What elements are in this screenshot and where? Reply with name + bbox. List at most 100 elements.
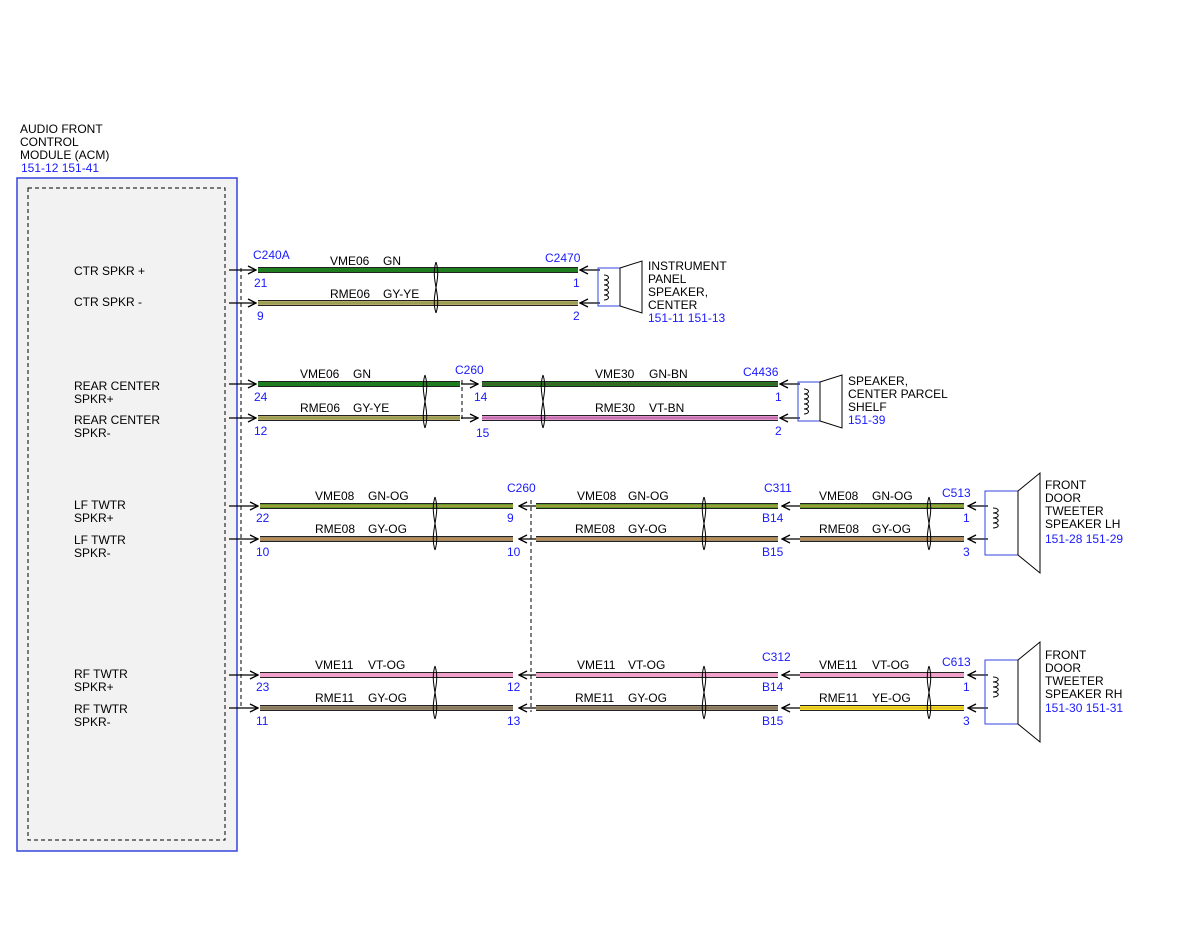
pin-label-lf-twtr-minus-2: SPKR- [74,546,111,560]
speaker-lh-refs[interactable]: 151-28 151-29 [1045,532,1123,546]
speaker-rh-label: FRONT DOOR TWEETER SPEAKER RH [1045,648,1122,701]
wire-color-label: GY-OG [368,691,407,705]
connector-c312[interactable]: C312 [762,650,791,664]
module-refs[interactable]: 151-12 151-41 [21,161,99,175]
speaker-ip-icon [597,260,643,314]
pin-number: 1 [963,680,970,694]
svg-text:INSTRUMENT: INSTRUMENT [648,259,727,273]
twist-symbol-8 [701,665,707,720]
wire-circuit-label: VME11 [577,658,616,672]
speaker-ip-label: INSTRUMENT PANEL SPEAKER, CENTER [648,259,727,312]
pin-label-rf-twtr-minus-2: SPKR- [74,715,111,729]
wire-circuit-label: RME06 [300,401,340,415]
svg-text:CENTER PARCEL: CENTER PARCEL [848,387,948,401]
module-inner-dashed [27,187,226,841]
svg-text:TWEETER: TWEETER [1045,674,1104,688]
pin-number: 2 [775,424,782,438]
wire-circuit-label: VME30 [595,367,635,381]
c311-arrows [782,506,800,539]
connector-c4436[interactable]: C4436 [743,365,779,379]
svg-text:CENTER: CENTER [648,298,698,312]
wire-color-label: GN-OG [628,489,669,503]
acm-module[interactable]: AUDIO FRONT CONTROL MODULE (ACM) 151-12 … [16,122,242,852]
speaker-rh-icon [984,640,1041,744]
wire-color-label: GN-OG [368,489,409,503]
pin-number: 12 [507,680,521,694]
speaker-ip-refs[interactable]: 151-11 151-13 [648,311,726,325]
connector-c513[interactable]: C513 [942,486,971,500]
pin-label-lf-twtr-minus-1: LF TWTR [74,533,126,547]
wire-color-label: VT-OG [368,658,405,672]
c260-mid-arrows [519,506,536,708]
wire-circuit-label: VME06 [300,367,340,381]
wire-color-label: VT-BN [649,401,684,415]
pin-number: 3 [963,545,970,559]
connector-c311[interactable]: C311 [764,481,792,495]
module-box [16,177,238,852]
wire-circuit-label: RME08 [315,522,355,536]
wire-color-label: GY-OG [628,522,667,536]
wire-circuit-label: VME08 [577,489,617,503]
svg-text:SHELF: SHELF [848,400,887,414]
pin-number: 22 [256,511,270,525]
svg-text:FRONT: FRONT [1045,648,1087,662]
wire-color-label: GY-YE [383,287,419,301]
speaker-shelf-arrows [780,384,800,418]
module-pin-arrows [229,270,258,708]
pin-number: 23 [256,680,270,694]
twist-symbol-7 [432,665,438,720]
speaker-shelf-icon [797,374,843,429]
pin-number: 14 [474,390,488,404]
wire-circuit-label: RME06 [330,287,370,301]
pin-number: B14 [762,680,784,694]
wire-color-label: GY-YE [353,401,389,415]
twist-symbol-4 [432,496,438,551]
speaker-ip-arrows [580,270,600,303]
c312-arrows [782,675,800,708]
speaker-rh-refs[interactable]: 151-30 151-31 [1045,701,1123,715]
twist-symbol-1 [433,261,439,314]
connector-c260-mid[interactable]: C260 [507,481,536,495]
pin-label-ctr-spkr-minus: CTR SPKR - [74,295,142,309]
pin-label-rf-twtr-minus-1: RF TWTR [74,702,128,716]
connector-c613[interactable]: C613 [942,655,971,669]
c260-top-arrows [461,384,478,418]
speaker-lh-label: FRONT DOOR TWEETER SPEAKER LH [1045,478,1120,531]
svg-text:SPEAKER,: SPEAKER, [848,374,908,388]
pin-number: 24 [254,390,268,404]
pin-number: 1 [963,511,970,525]
pin-number: 9 [257,309,264,323]
connector-c2470[interactable]: C2470 [545,251,581,265]
wire-color-label: VT-OG [628,658,665,672]
svg-text:TWEETER: TWEETER [1045,504,1104,518]
wire-color-label: GN [383,254,401,268]
wire-color-label: GN-OG [872,489,913,503]
pin-label-lf-twtr-plus-1: LF TWTR [74,498,126,512]
pin-label-rear-center-minus-2: SPKR- [74,426,111,440]
pin-number: 1 [775,390,782,404]
wire-circuit-label: VME08 [819,489,859,503]
pin-label-rear-center-plus-2: SPKR+ [74,392,114,406]
module-title-line-1: AUDIO FRONT [20,122,103,136]
speaker-lh-icon [984,471,1041,575]
wire-color-label: GN [353,367,371,381]
pin-label-rear-center-minus-1: REAR CENTER [74,413,160,427]
wire-circuit-label: RME11 [819,691,858,705]
connector-c260-top[interactable]: C260 [455,363,484,377]
pin-number: 10 [507,545,521,559]
svg-text:DOOR: DOOR [1045,491,1081,505]
pin-number: 2 [573,309,580,323]
pin-number: B14 [762,511,784,525]
wire-color-label: GN-BN [649,367,688,381]
speaker-shelf-label: SPEAKER, CENTER PARCEL SHELF [848,374,948,414]
speaker-shelf-refs[interactable]: 151-39 [848,413,886,427]
connector-c240a[interactable]: C240A [253,248,290,262]
wire-circuit-label: VME08 [315,489,355,503]
svg-text:SPEAKER RH: SPEAKER RH [1045,687,1122,701]
pin-number: 10 [256,545,270,559]
twist-symbol-9 [926,665,932,720]
wire-circuit-label: RME08 [819,522,859,536]
pin-label-rear-center-plus-1: REAR CENTER [74,379,160,393]
module-title-line-2: CONTROL [20,135,79,149]
